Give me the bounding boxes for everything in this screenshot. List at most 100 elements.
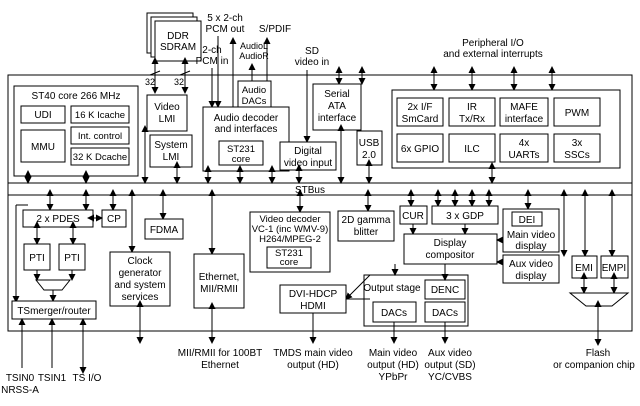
pti-label-1: PTI bbox=[29, 253, 45, 264]
dvi-hdcp-block bbox=[279, 284, 347, 314]
audio-dacs-label-2: DACs bbox=[242, 96, 267, 107]
int-control-label: Int. control bbox=[78, 131, 122, 142]
aux-video-display-block bbox=[502, 254, 560, 284]
audio-st231-label-1: ST231 bbox=[227, 144, 255, 155]
video-lmi-block bbox=[146, 94, 188, 132]
dcache-label: 32 K Dcache bbox=[73, 152, 127, 163]
udi-label: UDI bbox=[34, 110, 51, 121]
pwm-label: PWM bbox=[565, 108, 589, 119]
display-compositor-block bbox=[403, 233, 498, 265]
flash-label-1: Flash bbox=[586, 348, 610, 359]
sscs-label-1: 3x bbox=[572, 138, 583, 149]
tsin1-label: TSIN1 bbox=[38, 373, 67, 384]
video-decoder-label-1: Video decoder bbox=[259, 214, 320, 225]
aux-video-display-label-2: display bbox=[515, 271, 546, 282]
aux-video-output-label-1: Aux video bbox=[428, 348, 472, 359]
mii-rmii-label-1: MII/RMII for 100BT bbox=[178, 348, 262, 359]
dacs-label-2: DACs bbox=[432, 308, 458, 319]
pcm-out-label-2: PCM out bbox=[206, 24, 245, 35]
ethernet-label-2: MII/RMII bbox=[200, 284, 238, 295]
audio-decoder-label-2: and interfaces bbox=[215, 124, 278, 135]
usb-label-1: USB bbox=[359, 138, 380, 149]
dei-block bbox=[511, 211, 543, 227]
video-lmi-label-2: LMI bbox=[159, 114, 176, 125]
uarts-label-2: UARTs bbox=[509, 150, 540, 161]
audio-dacs-label-1: Audio bbox=[242, 85, 266, 96]
gdp-label: 3 x GDP bbox=[446, 211, 484, 222]
ilc-label: ILC bbox=[464, 144, 480, 155]
icache-label: 16 K Icache bbox=[75, 110, 125, 121]
gamma-blitter-label-1: 2D gamma bbox=[342, 215, 391, 226]
dei-label: DEI bbox=[519, 215, 536, 226]
ts-io-label: TS I/O bbox=[73, 373, 102, 384]
main-video-output-label-3: YPbPr bbox=[379, 372, 409, 383]
peripheral-io-label-1: Peripheral I/O bbox=[462, 38, 524, 49]
digital-video-input-block bbox=[279, 141, 337, 171]
flash-label-2: or companion chip bbox=[553, 360, 635, 371]
digital-video-input-label-2: video input bbox=[284, 158, 333, 169]
serial-ata-label-1: Serial bbox=[324, 89, 350, 100]
cur-label: CUR bbox=[402, 211, 424, 222]
pdes-label: 2 x PDES bbox=[36, 214, 80, 225]
tsin0-label-1: TSIN0 bbox=[6, 373, 35, 384]
emi-label: EMI bbox=[575, 263, 593, 274]
ddr-sdram-block: DDR SDRAM bbox=[146, 12, 202, 62]
peripherals-group: 2x I/F SmCard IR Tx/Rx MAFE interface PW… bbox=[391, 89, 621, 169]
aux-video-display-label-1: Aux video bbox=[509, 259, 553, 270]
digital-video-input-label-1: Digital bbox=[294, 146, 322, 157]
bus-width-label-a: 32 bbox=[145, 77, 155, 87]
video-decoder-label-2: VC-1 (inc WMV-9) bbox=[252, 224, 329, 235]
denc-label: DENC bbox=[431, 285, 459, 296]
clock-label-1: Clock bbox=[127, 256, 153, 267]
sscs-label-2: SSCs bbox=[564, 150, 590, 161]
display-compositor-label-2: compositor bbox=[426, 250, 476, 261]
tmds-label-1: TMDS main video bbox=[273, 348, 353, 359]
video-lmi-label-1: Video bbox=[154, 102, 180, 113]
audio-dacs-block bbox=[237, 80, 272, 110]
system-lmi-label-2: LMI bbox=[163, 152, 180, 163]
ts-mux bbox=[34, 279, 72, 291]
smcard-label-2: SmCard bbox=[402, 114, 439, 125]
pti-block-2 bbox=[58, 243, 86, 271]
dvi-hdcp-label-1: DVI-HDCP bbox=[289, 289, 338, 300]
ethernet-block bbox=[193, 253, 245, 309]
uarts-label-1: 4x bbox=[519, 138, 530, 149]
serial-ata-block bbox=[312, 83, 362, 131]
audio-lr-label-1: AudioL bbox=[240, 41, 268, 51]
ir-label-2: Tx/Rx bbox=[459, 114, 485, 125]
tmds-label-2: output (HD) bbox=[287, 360, 339, 371]
mii-rmii-label-2: Ethernet bbox=[201, 360, 239, 371]
gpio-label: 6x GPIO bbox=[401, 144, 440, 155]
cp-label: CP bbox=[107, 214, 121, 225]
video-st231-block bbox=[266, 246, 312, 269]
main-video-display-label-2: display bbox=[515, 241, 546, 252]
st40-title: ST40 core 266 MHz bbox=[32, 91, 121, 102]
aux-video-output-label-3: YC/CVBS bbox=[428, 372, 472, 383]
gamma-blitter-block bbox=[337, 210, 395, 242]
sd-video-in-label-2: video in bbox=[295, 57, 329, 68]
fdma-block bbox=[144, 218, 184, 240]
dacs-label-1: DACs bbox=[381, 308, 407, 319]
main-video-output-label-1: Main video bbox=[369, 348, 418, 359]
tsin0-label-2: NRSS-A bbox=[1, 385, 39, 396]
serial-ata-label-3: interface bbox=[318, 113, 357, 124]
output-stage-label: Output stage bbox=[363, 283, 421, 294]
pcm-out-label-1: 5 x 2-ch bbox=[207, 13, 243, 24]
smcard-label-1: 2x I/F bbox=[407, 102, 432, 113]
fdma-label: FDMA bbox=[150, 225, 179, 236]
tsmerger-label: TSmerger/router bbox=[17, 306, 91, 317]
system-lmi-label-1: System bbox=[154, 140, 187, 151]
ir-label-1: IR bbox=[467, 102, 477, 113]
bus-width-label-b: 32 bbox=[174, 77, 184, 87]
clock-generator-block bbox=[109, 251, 171, 307]
usb-label-2: 2.0 bbox=[362, 150, 376, 161]
mmu-label: MMU bbox=[31, 142, 55, 153]
pti-label-2: PTI bbox=[64, 253, 80, 264]
peripheral-io-label-2: and external interrupts bbox=[443, 49, 543, 60]
aux-video-output-label-2: output (SD) bbox=[424, 360, 475, 371]
mafe-label-1: MAFE bbox=[510, 102, 538, 113]
display-compositor-label-1: Display bbox=[434, 238, 467, 249]
st40-core-block: ST40 core 266 MHz UDI MMU 16 K Icache In… bbox=[13, 85, 139, 177]
